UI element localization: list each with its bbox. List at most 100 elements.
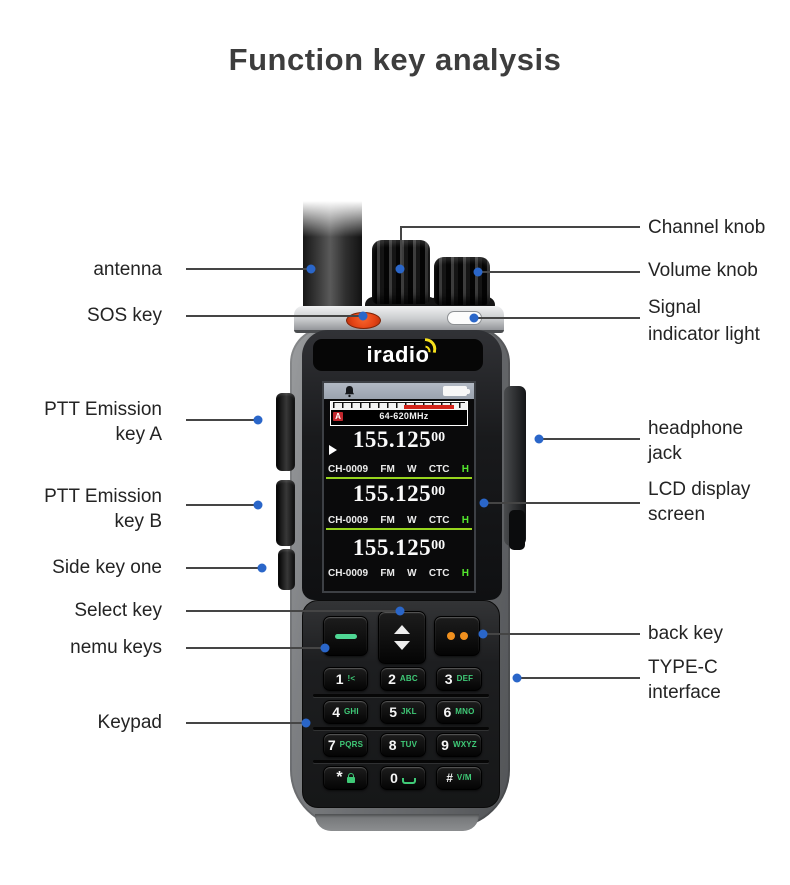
frequency-value: 155.12500 <box>352 427 446 452</box>
up-arrow-icon <box>394 625 410 634</box>
callout-label-channel-knob: Channel knob <box>648 217 766 238</box>
down-arrow-icon <box>394 641 410 650</box>
callout-line-back-key <box>485 633 640 635</box>
volume-knob[interactable] <box>434 257 490 305</box>
callout-line-sos-key <box>186 315 363 317</box>
callout-line-side-key-one <box>186 567 262 569</box>
lock-icon <box>346 773 355 783</box>
callout-line-lcd-display-screen <box>486 502 640 504</box>
lcd-status-bar <box>324 383 474 399</box>
callout-dot-signal-indicator-light <box>469 313 479 323</box>
key-1[interactable]: 1!< <box>323 667 368 691</box>
callout-dot-headphone-jack <box>534 434 544 444</box>
bell-icon <box>344 385 355 403</box>
callout-dot-ptt-key-b <box>253 500 263 510</box>
callout-dot-ptt-key-a <box>253 415 263 425</box>
callout-label-keypad: Keypad <box>97 712 162 733</box>
space-icon <box>401 777 416 784</box>
speaker-groove <box>313 694 489 697</box>
callout-label-side-key-one: Side key one <box>52 557 162 578</box>
callout-line-keypad <box>186 722 306 724</box>
menu-key[interactable] <box>323 616 368 656</box>
band-scale-ruler <box>331 402 467 410</box>
side-key-one[interactable] <box>278 549 295 590</box>
brand-band: iradio <box>313 339 483 371</box>
page-title: Function key analysis <box>228 42 562 77</box>
callout-line-ptt-key-a <box>186 419 258 421</box>
band-range: 64-620MHz <box>379 411 429 421</box>
type-c-port-cover[interactable] <box>509 510 525 550</box>
key-0[interactable]: 0 <box>380 766 426 790</box>
callout-dot-lcd-display-screen <box>479 498 489 508</box>
callout-dot-keypad <box>301 718 311 728</box>
callout-label-sos-key: SOS key <box>87 305 162 326</box>
battery-icon <box>443 386 470 396</box>
callout-line-volume-knob <box>479 271 640 273</box>
callout-label-volume-knob: Volume knob <box>648 260 758 281</box>
active-channel-arrow-icon <box>329 445 337 455</box>
callout-line-antenna <box>186 268 311 270</box>
antenna-fade <box>298 189 367 237</box>
callout-dot-channel-knob <box>395 264 405 274</box>
frequency-band-box: A 64-620MHz <box>330 401 468 426</box>
callout-line-nemu-keys <box>186 647 325 649</box>
callout-label-nemu-keys: nemu keys <box>70 637 162 658</box>
orange-dot-icon <box>446 632 455 640</box>
callout-dot-antenna <box>306 264 316 274</box>
headphone-jack-cover[interactable] <box>504 386 526 546</box>
callout-dot-type-c-interface <box>512 673 522 683</box>
callout-line-channel-knob <box>400 226 640 228</box>
band-a-badge: A <box>333 411 343 421</box>
callout-label-antenna: antenna <box>93 259 162 280</box>
callout-dot-side-key-one <box>257 563 267 573</box>
band-scale-red-bar <box>404 405 454 409</box>
orange-dot-icon <box>459 632 468 640</box>
callout-dot-volume-knob <box>473 267 483 277</box>
callout-line-headphone-jack <box>541 438 640 440</box>
bottom-foot <box>315 814 479 831</box>
callout-dot-nemu-keys <box>320 643 330 653</box>
key-star[interactable]: * <box>323 766 368 790</box>
speaker-groove <box>313 760 489 763</box>
back-key[interactable] <box>434 616 480 656</box>
green-dash-icon <box>334 633 357 639</box>
updown-key[interactable] <box>378 611 426 664</box>
frequency-value: 155.12500 <box>352 481 446 506</box>
brand-logo: iradio <box>366 342 430 367</box>
callout-line-signal-indicator-light <box>477 317 640 319</box>
callout-dot-sos-key <box>358 311 368 321</box>
ptt-key-b[interactable] <box>276 480 295 546</box>
channel-separator <box>326 477 472 479</box>
callout-line-channel-knob-vertical <box>400 226 402 268</box>
frequency-value: 155.12500 <box>352 535 446 560</box>
callout-line-ptt-key-b <box>186 504 258 506</box>
ptt-key-a[interactable] <box>276 393 295 471</box>
channel-separator <box>326 528 472 530</box>
speaker-groove <box>313 727 489 730</box>
key-hash[interactable]: #V/M <box>436 766 482 790</box>
callout-dot-back-key <box>478 629 488 639</box>
callout-label-select-key: Select key <box>74 600 162 621</box>
callout-line-select-key <box>186 610 400 612</box>
callout-label-back-key: back key <box>648 623 723 644</box>
